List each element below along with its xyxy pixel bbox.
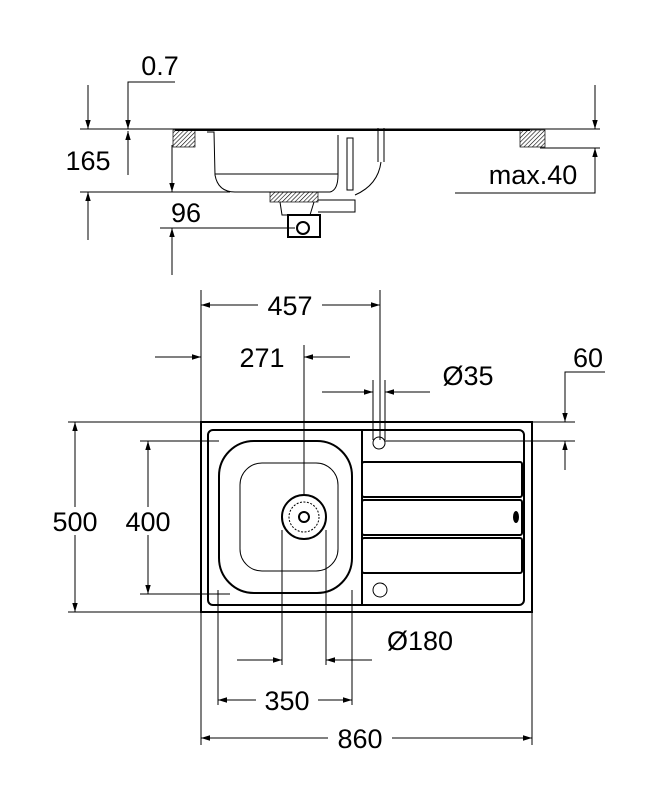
drainer-ribs <box>361 461 523 574</box>
dim-depth-label: 165 <box>65 146 110 176</box>
sink-outline <box>200 421 533 613</box>
drain-strainer <box>288 501 320 533</box>
dim-drain-offset-label: 271 <box>239 343 284 373</box>
bowl-outline <box>218 440 353 594</box>
sink-inner-frame <box>207 429 525 606</box>
drain-flange <box>269 191 319 203</box>
dim-bowl-depth-label: 400 <box>125 507 170 537</box>
counter-section-right <box>519 129 546 148</box>
tap-hole <box>372 436 386 450</box>
extension-lines <box>68 290 575 745</box>
dim-bowl-center-label: 457 <box>267 291 312 321</box>
bowl-profile <box>207 131 339 193</box>
dim-thickness-arrow-down <box>125 81 175 129</box>
dim-60-arrow-down <box>562 371 605 422</box>
overflow-slot <box>513 511 519 523</box>
dim-max-counter-label: max.40 <box>489 160 578 190</box>
dim-tap-hole-label: Ø35 <box>442 361 493 391</box>
dim-total-depth-label: 500 <box>52 507 97 537</box>
overflow-hole <box>372 582 388 598</box>
dim-drain-dia-label: Ø180 <box>387 626 453 656</box>
dim-drain-height-label: 96 <box>171 198 201 228</box>
dim-bowl-width-label: 350 <box>264 686 309 716</box>
dim-tap-edge-label: 60 <box>573 343 603 373</box>
side-view: 0.7 165 96 max.40 <box>65 51 600 275</box>
trap-outlet <box>287 214 321 238</box>
counter-section-left <box>172 129 196 148</box>
dim-thickness-label: 0.7 <box>141 51 179 81</box>
tap-connector <box>354 128 385 196</box>
outlet-circle <box>296 221 310 235</box>
dim-counter-arrow-up <box>455 148 598 194</box>
top-view: 457 271 Ø35 60 500 400 Ø180 350 860 <box>50 290 605 754</box>
dim-total-width-label: 860 <box>337 724 382 754</box>
bowl-inner <box>239 462 339 572</box>
drain-center <box>298 511 310 523</box>
overflow-pipe <box>346 137 354 191</box>
